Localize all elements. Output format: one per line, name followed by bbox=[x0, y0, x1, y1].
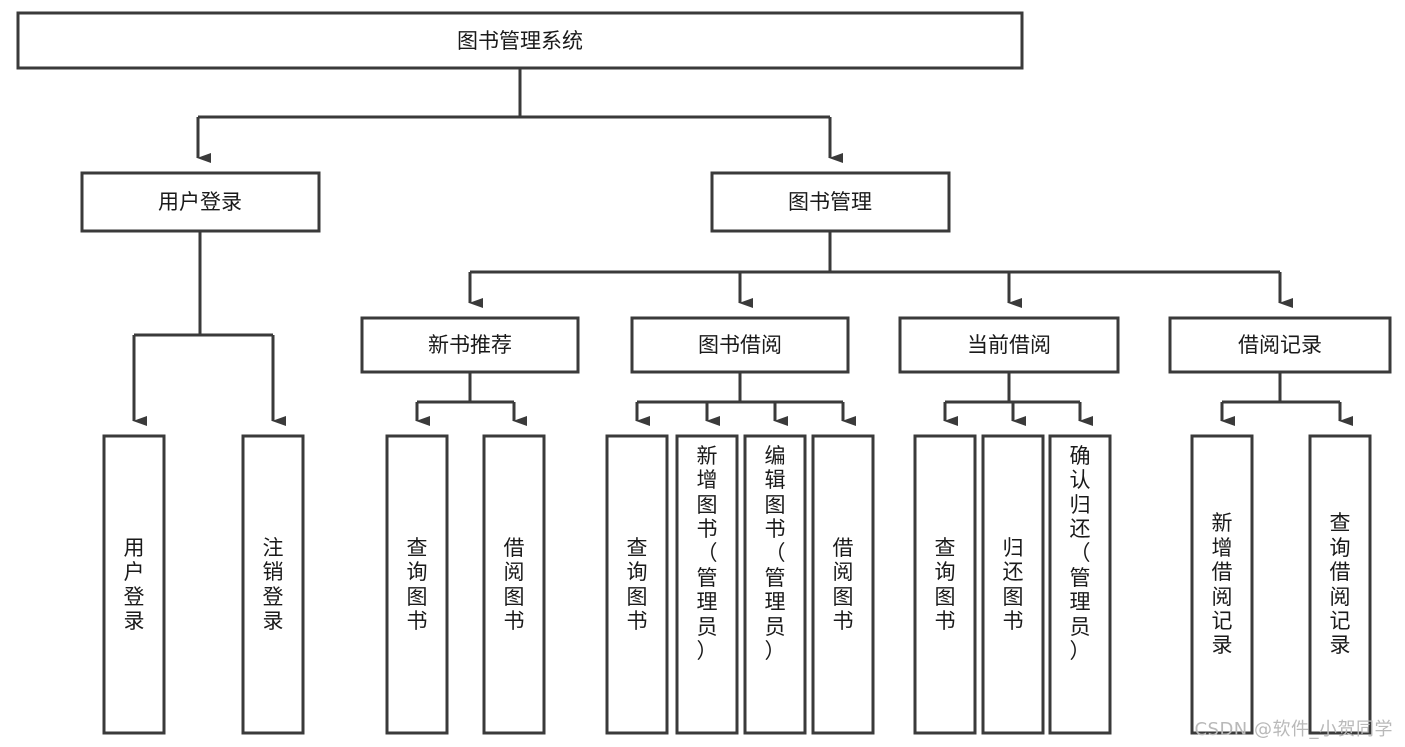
leaf-box-borrow-book-new[interactable] bbox=[482, 434, 546, 735]
connector-borrowbook-to-leaves bbox=[635, 372, 856, 426]
node-user-login[interactable]: 用户登录 bbox=[80, 171, 321, 233]
leaf-box-query-borrow-record[interactable] bbox=[1308, 434, 1372, 735]
leaf-box-edit-book-admin[interactable] bbox=[743, 434, 807, 735]
connector-bookmgmt-to-level3 bbox=[468, 231, 1293, 308]
node-borrow-record-label: 借阅记录 bbox=[1238, 333, 1322, 357]
connector-currentborrow-to-leaves bbox=[943, 372, 1093, 426]
node-current-borrow[interactable]: 当前借阅 bbox=[898, 316, 1120, 374]
node-book-management[interactable]: 图书管理 bbox=[710, 171, 951, 233]
connector-newbook-to-leaves bbox=[415, 372, 527, 426]
leaf-box-borrow-book[interactable] bbox=[811, 434, 875, 735]
node-book-management-label: 图书管理 bbox=[788, 190, 872, 214]
leaf-box-query-book-new[interactable] bbox=[385, 434, 449, 735]
node-borrow-record[interactable]: 借阅记录 bbox=[1168, 316, 1392, 374]
leaf-box-confirm-return-admin[interactable] bbox=[1048, 434, 1112, 735]
node-new-book-recommend[interactable]: 新书推荐 bbox=[360, 316, 580, 374]
leaf-box-add-book-admin[interactable] bbox=[675, 434, 739, 735]
node-root-system-label: 图书管理系统 bbox=[457, 29, 583, 53]
leaf-box-add-borrow-record[interactable] bbox=[1190, 434, 1254, 735]
leaf-box-logout[interactable] bbox=[241, 434, 305, 735]
node-current-borrow-label: 当前借阅 bbox=[967, 333, 1051, 357]
leaf-box-query-book-current[interactable] bbox=[913, 434, 977, 735]
leaf-box-query-book-borrow[interactable] bbox=[605, 434, 669, 735]
connector-borrowrecord-to-leaves bbox=[1220, 372, 1353, 426]
node-user-login-label: 用户登录 bbox=[158, 190, 242, 214]
node-book-borrow-label: 图书借阅 bbox=[698, 333, 782, 357]
node-book-borrow[interactable]: 图书借阅 bbox=[630, 316, 850, 374]
connector-root-to-level2 bbox=[196, 68, 843, 163]
leaf-box-user-login[interactable] bbox=[102, 434, 166, 735]
connector-userlogin-to-leaves bbox=[132, 231, 286, 426]
leaf-nodes bbox=[102, 434, 1372, 735]
node-new-book-recommend-label: 新书推荐 bbox=[428, 333, 512, 357]
leaf-box-return-book[interactable] bbox=[981, 434, 1045, 735]
node-root-system[interactable]: 图书管理系统 bbox=[16, 11, 1024, 70]
